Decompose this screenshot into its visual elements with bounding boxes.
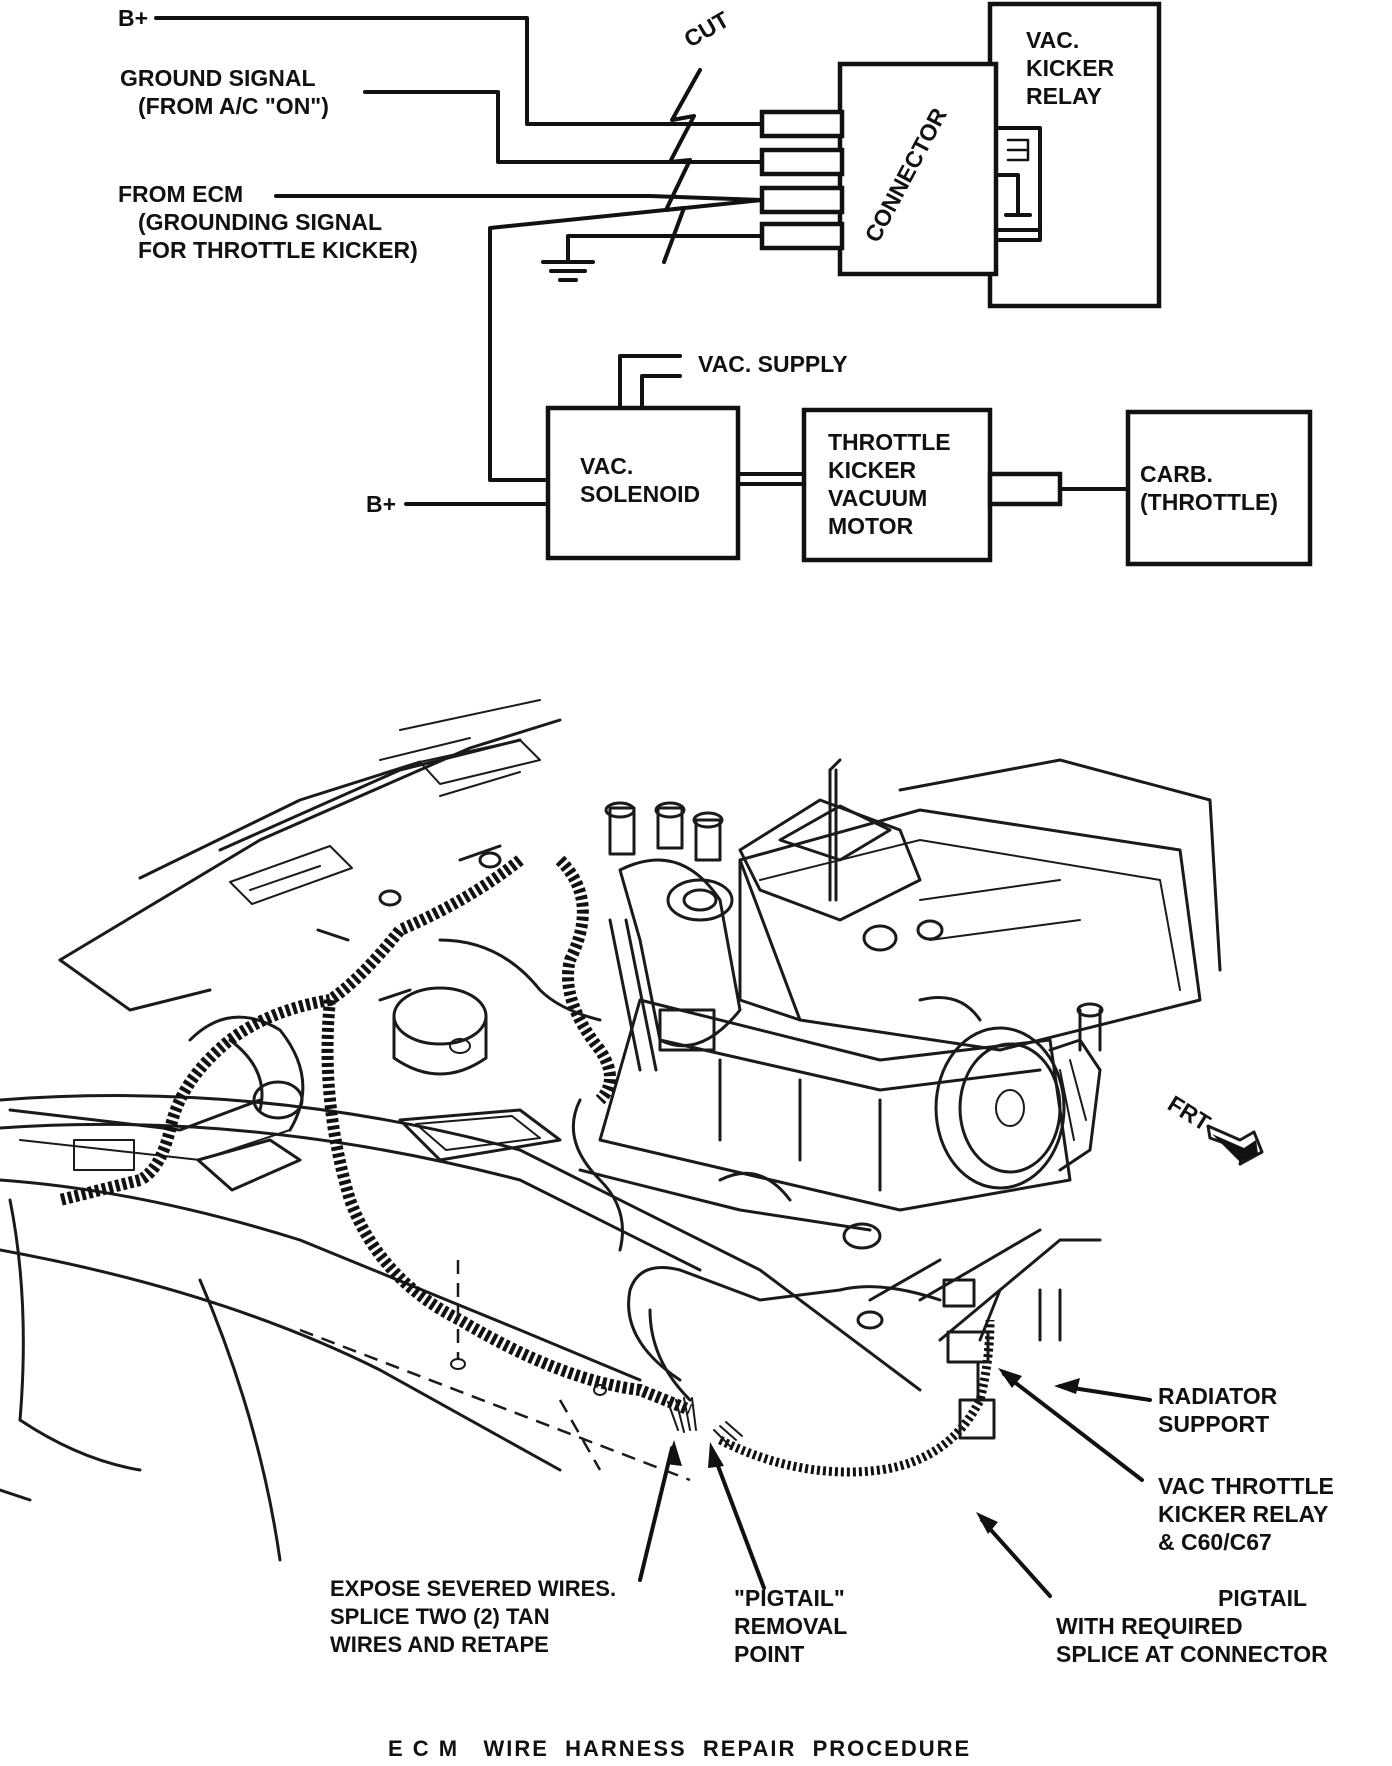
severed-wire-ends — [667, 1397, 743, 1447]
distributor-cluster — [604, 801, 742, 1072]
kicker-relay-label-1: VAC THROTTLE — [1158, 1473, 1334, 1499]
removal-point-label-2: REMOVAL — [734, 1613, 847, 1639]
from-ecm-label: FROM ECM — [118, 181, 243, 207]
cut-label: CUT — [680, 6, 734, 52]
radiator-support-label-1: RADIATOR — [1158, 1383, 1278, 1409]
ecm-signal-wire — [274, 194, 764, 202]
motor-label-1: THROTTLE — [828, 429, 951, 455]
bplus-top-label: B+ — [118, 5, 148, 31]
dash-line-2 — [299, 1328, 691, 1482]
relay-coil-icon — [994, 126, 1042, 242]
from-ecm-sublabel-2: FOR THROTTLE KICKER) — [138, 237, 418, 263]
relay-label-3: RELAY — [1026, 83, 1102, 109]
carburetor — [738, 758, 944, 952]
solenoid-label-1: VAC. — [580, 453, 633, 479]
pigtail-label-1: PIGTAIL — [1218, 1585, 1307, 1611]
bplus-wire — [154, 16, 764, 126]
wire-harness — [58, 855, 995, 1477]
ground-signal-label: GROUND SIGNAL — [120, 65, 316, 91]
from-ecm-sublabel-1: (GROUNDING SIGNAL — [138, 209, 382, 235]
wiring-schematic: B+ GROUND SIGNAL (FROM A/C "ON") FROM EC… — [118, 1, 1313, 567]
front-arrow-icon — [1206, 1124, 1264, 1166]
motor-label-2: KICKER — [828, 457, 917, 483]
strut-tower — [188, 1015, 305, 1192]
engine-bay-illustration: FRT RADIATOR SUPPORT VAC THROTTLE KICKER… — [0, 699, 1334, 1667]
vac-supply-tube — [618, 354, 682, 410]
left-fender-outline — [0, 1094, 922, 1562]
solenoid-label-2: SOLENOID — [580, 481, 700, 507]
solenoid-motor-hose — [736, 472, 806, 486]
relay-label-2: KICKER — [1026, 55, 1115, 81]
figure-caption: E C M WIRE HARNESS REPAIR PROCEDURE — [388, 1736, 971, 1761]
connector-pins — [759, 109, 845, 251]
ecm-to-solenoid-wire — [488, 198, 764, 482]
pigtail-label-2: WITH REQUIRED — [1056, 1613, 1243, 1639]
kicker-relay-label-3: & C60/C67 — [1158, 1529, 1272, 1555]
master-cylinder — [378, 986, 488, 1076]
pigtail-label-3: SPLICE AT CONNECTOR — [1056, 1641, 1328, 1667]
dash-line-3 — [558, 1399, 602, 1471]
carb-label-1: CARB. — [1140, 461, 1213, 487]
vac-kicker-relay-box — [987, 1, 1162, 309]
carb-throttle-box — [1125, 409, 1313, 567]
ground-signal-wire — [363, 90, 764, 164]
removal-point-label-1: "PIGTAIL" — [734, 1585, 845, 1611]
bolt-icons — [316, 844, 884, 1330]
ground-icon — [541, 260, 595, 282]
relay-connector — [942, 1278, 996, 1440]
expose-wires-label-1: EXPOSE SEVERED WIRES. — [330, 1576, 616, 1601]
engine-block — [578, 758, 1222, 1232]
carb-label-2: (THROTTLE) — [1140, 489, 1278, 515]
motor-label-4: MOTOR — [828, 513, 914, 539]
cut-mark-icon — [662, 68, 702, 264]
ground-wire — [566, 234, 764, 262]
relay-label-1: VAC. — [1026, 27, 1079, 53]
leader-lines — [638, 1368, 1152, 1598]
radiator-support — [868, 1228, 1102, 1342]
ground-signal-sublabel: (FROM A/C "ON") — [138, 93, 329, 119]
alternator — [918, 996, 1104, 1190]
radiator-support-label-2: SUPPORT — [1158, 1411, 1269, 1437]
expose-wires-label-3: WIRES AND RETAPE — [330, 1632, 549, 1657]
vac-supply-label: VAC. SUPPLY — [698, 351, 848, 377]
battery-tray — [398, 1108, 562, 1162]
motor-label-3: VACUUM — [828, 485, 927, 511]
removal-point-label-3: POINT — [734, 1641, 804, 1667]
vac-solenoid-box — [545, 405, 741, 561]
expose-wires-label-2: SPLICE TWO (2) TAN — [330, 1604, 550, 1629]
cowl-outline — [58, 699, 562, 1012]
bplus-bottom-label: B+ — [366, 491, 396, 517]
motor-rod — [987, 471, 1063, 507]
connector-box — [837, 61, 999, 277]
kicker-relay-label-2: KICKER RELAY — [1158, 1501, 1328, 1527]
